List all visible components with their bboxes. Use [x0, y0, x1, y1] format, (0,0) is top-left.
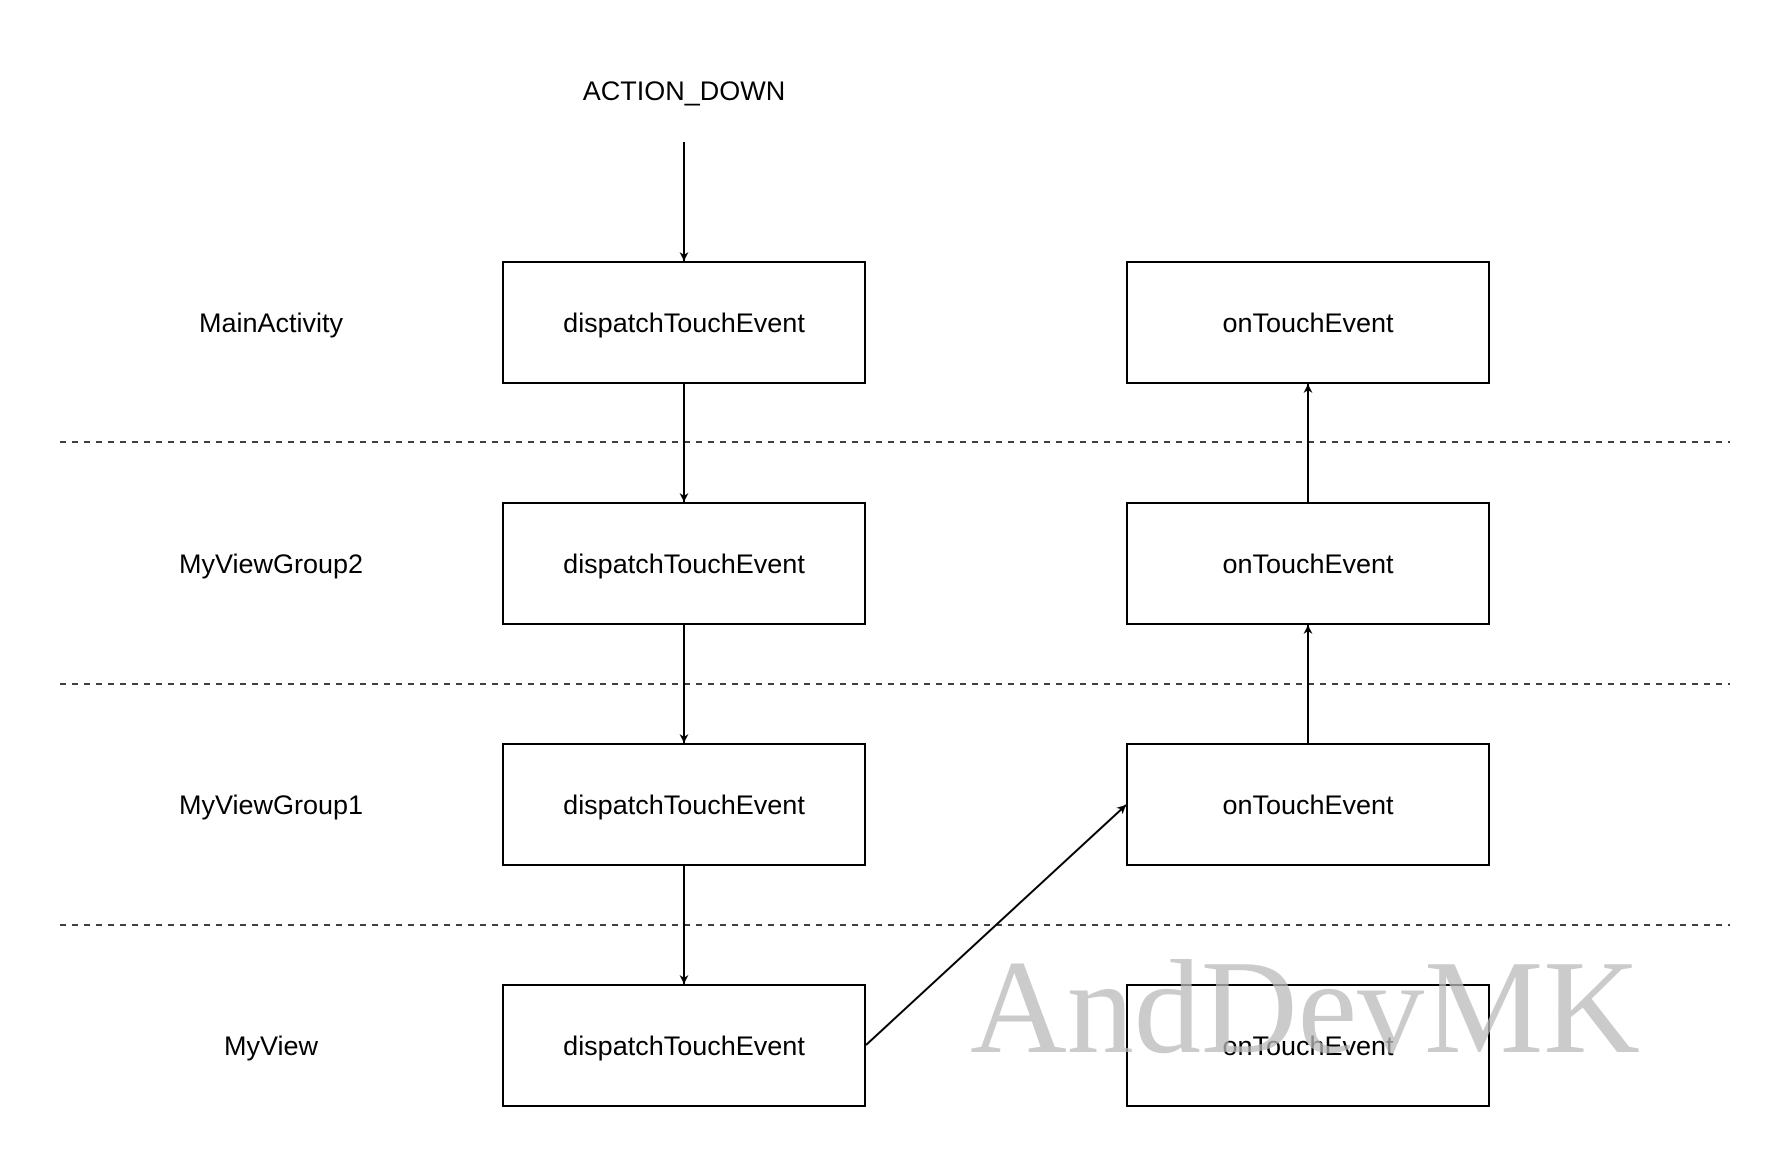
layer-name-mainactivity: MainActivity [199, 308, 344, 338]
edge-myview-dispatch-to-myviewgroup1-touch [865, 804, 1127, 1046]
touch-node-myview: onTouchEvent [1126, 984, 1490, 1107]
touch-node-label: onTouchEvent [1222, 1031, 1394, 1061]
dispatch-node-label: dispatchTouchEvent [563, 1031, 805, 1061]
event-label: ACTION_DOWN [583, 76, 786, 106]
layer-name-myview: MyView [224, 1031, 319, 1061]
watermark: AndDevMK [970, 933, 1640, 1081]
dispatch-node-label: dispatchTouchEvent [563, 549, 805, 579]
touch-node-mainactivity: onTouchEvent [1126, 261, 1490, 384]
layer-name-myviewgroup2: MyViewGroup2 [179, 549, 363, 579]
dispatch-node-myviewgroup2: dispatchTouchEvent [502, 502, 866, 625]
touch-node-myviewgroup1: onTouchEvent [1126, 743, 1490, 866]
dispatch-node-myview: dispatchTouchEvent [502, 984, 866, 1107]
touch-node-label: onTouchEvent [1222, 308, 1394, 338]
layer-name-myviewgroup1: MyViewGroup1 [179, 790, 363, 820]
touch-node-myviewgroup2: onTouchEvent [1126, 502, 1490, 625]
dispatch-node-mainactivity: dispatchTouchEvent [502, 261, 866, 384]
dispatch-node-myviewgroup1: dispatchTouchEvent [502, 743, 866, 866]
touch-node-label: onTouchEvent [1222, 549, 1394, 579]
touch-node-label: onTouchEvent [1222, 790, 1394, 820]
dispatch-node-label: dispatchTouchEvent [563, 308, 805, 338]
dispatch-node-label: dispatchTouchEvent [563, 790, 805, 820]
